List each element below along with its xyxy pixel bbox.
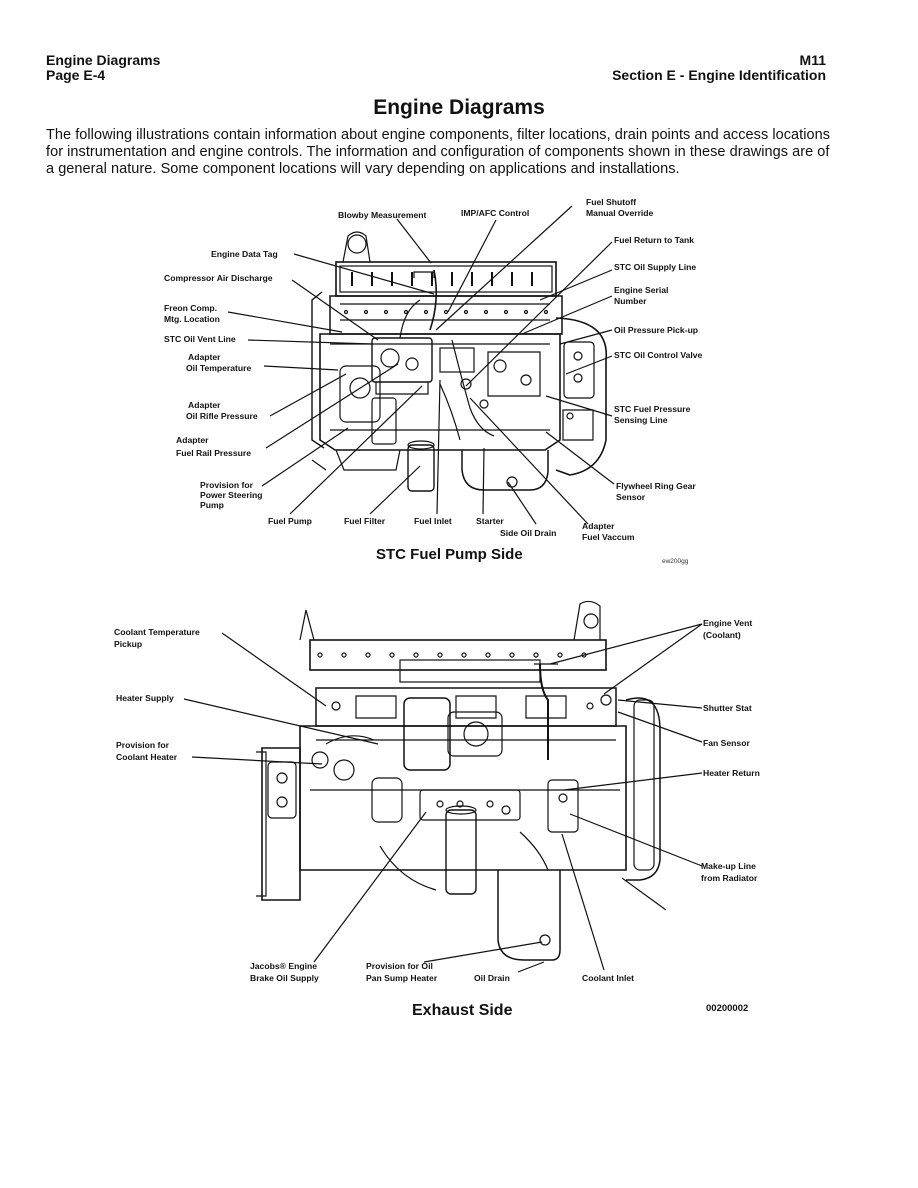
label-starter: Starter xyxy=(476,516,504,526)
label-stc-oil-control-valve: STC Oil Control Valve xyxy=(614,350,703,360)
label-shutter-stat: Shutter Stat xyxy=(703,703,752,713)
label-oil-temperature: Oil Temperature xyxy=(186,363,251,373)
page-title: Engine Diagrams xyxy=(373,96,545,119)
label-adapter-fuel-rail: Adapter xyxy=(176,435,209,445)
label-fuel-filter: Fuel Filter xyxy=(344,516,386,526)
label-stc-fuel-pressure: STC Fuel Pressure xyxy=(614,404,691,414)
label-compressor-air-discharge: Compressor Air Discharge xyxy=(164,273,273,283)
label-serial-number: Number xyxy=(614,296,647,306)
label-adapter-fuel-vaccum: Adapter xyxy=(582,521,615,531)
header-section: Section E - Engine Identification xyxy=(612,67,826,83)
label-engine-vent: Engine Vent xyxy=(703,618,752,628)
label-brake-oil-supply: Brake Oil Supply xyxy=(250,973,319,983)
label-imp-afc-control: IMP/AFC Control xyxy=(461,208,529,218)
label-mtg-location: Mtg. Location xyxy=(164,314,220,324)
label-fuel-rail-pressure: Fuel Rail Pressure xyxy=(176,448,251,458)
label-stc-oil-supply-line: STC Oil Supply Line xyxy=(614,262,696,272)
exhaust-side-figure-code: 00200002 xyxy=(706,1003,748,1014)
fuel-pump-side-caption: STC Fuel Pump Side xyxy=(376,546,523,563)
label-jacobs-engine: Jacobs® Engine xyxy=(250,961,317,971)
label-heater-return: Heater Return xyxy=(703,768,760,778)
label-blowby-measurement: Blowby Measurement xyxy=(338,210,426,220)
fuel-pump-side-leader-lines xyxy=(227,205,615,525)
fuel-pump-side-figure-code: ew200gg xyxy=(662,558,689,565)
label-side-oil-drain: Side Oil Drain xyxy=(500,528,556,538)
label-provision-for-oil: Provision for Oil xyxy=(366,961,433,971)
label-heater-supply: Heater Supply xyxy=(116,693,174,703)
intro-paragraph: The following illustrations contain info… xyxy=(46,127,831,177)
exhaust-side-caption: Exhaust Side xyxy=(412,1002,513,1019)
fuel-pump-side-labels: Blowby Measurement IMP/AFC Control Fuel … xyxy=(164,197,703,542)
label-oil-drain: Oil Drain xyxy=(474,973,510,983)
label-adapter-oil-rifle: Adapter xyxy=(188,400,221,410)
label-fuel-return-to-tank: Fuel Return to Tank xyxy=(614,235,694,245)
label-power-steering: Power Steering xyxy=(200,490,263,500)
label-provision-for-power-steering: Provision for xyxy=(200,480,254,490)
label-fuel-pump: Fuel Pump xyxy=(268,516,312,526)
label-makeup-line: Make-up Line xyxy=(701,861,756,871)
label-oil-pressure-pickup: Oil Pressure Pick-up xyxy=(614,325,698,335)
label-coolant-inlet: Coolant Inlet xyxy=(582,973,634,983)
label-provision-for-coolant-heater: Provision for xyxy=(116,740,170,750)
header-page-number: Page E-4 xyxy=(46,67,106,83)
label-engine-serial: Engine Serial xyxy=(614,285,668,295)
label-flywheel-ring-gear: Flywheel Ring Gear xyxy=(616,481,696,491)
label-manual-override: Manual Override xyxy=(586,208,654,218)
fuel-pump-side-engine-drawing xyxy=(311,231,608,492)
label-pickup: Pickup xyxy=(114,639,142,649)
label-sensing-line: Sensing Line xyxy=(614,415,668,425)
label-coolant-temperature: Coolant Temperature xyxy=(114,627,200,637)
label-stc-oil-vent-line: STC Oil Vent Line xyxy=(164,334,236,344)
label-sensor: Sensor xyxy=(616,492,646,502)
label-adapter-oil-temp: Adapter xyxy=(188,352,221,362)
label-fuel-shutoff: Fuel Shutoff xyxy=(586,197,636,207)
exhaust-side-leader-lines xyxy=(183,623,703,973)
exhaust-side-engine-drawing xyxy=(256,600,667,961)
header-left-title: Engine Diagrams xyxy=(46,52,161,68)
label-coolant: (Coolant) xyxy=(703,630,741,640)
label-fan-sensor: Fan Sensor xyxy=(703,738,750,748)
exhaust-side-labels: Coolant Temperature Pickup Heater Supply… xyxy=(114,618,760,983)
label-fuel-inlet: Fuel Inlet xyxy=(414,516,452,526)
label-coolant-heater: Coolant Heater xyxy=(116,752,178,762)
label-pan-sump-heater: Pan Sump Heater xyxy=(366,973,438,983)
label-engine-data-tag: Engine Data Tag xyxy=(211,249,278,259)
label-oil-rifle-pressure: Oil Rifle Pressure xyxy=(186,411,258,421)
label-pump: Pump xyxy=(200,500,224,510)
header-model: M11 xyxy=(799,52,826,68)
label-from-radiator: from Radiator xyxy=(701,873,758,883)
label-fuel-vaccum: Fuel Vaccum xyxy=(582,532,635,542)
label-freon-comp: Freon Comp. xyxy=(164,303,217,313)
